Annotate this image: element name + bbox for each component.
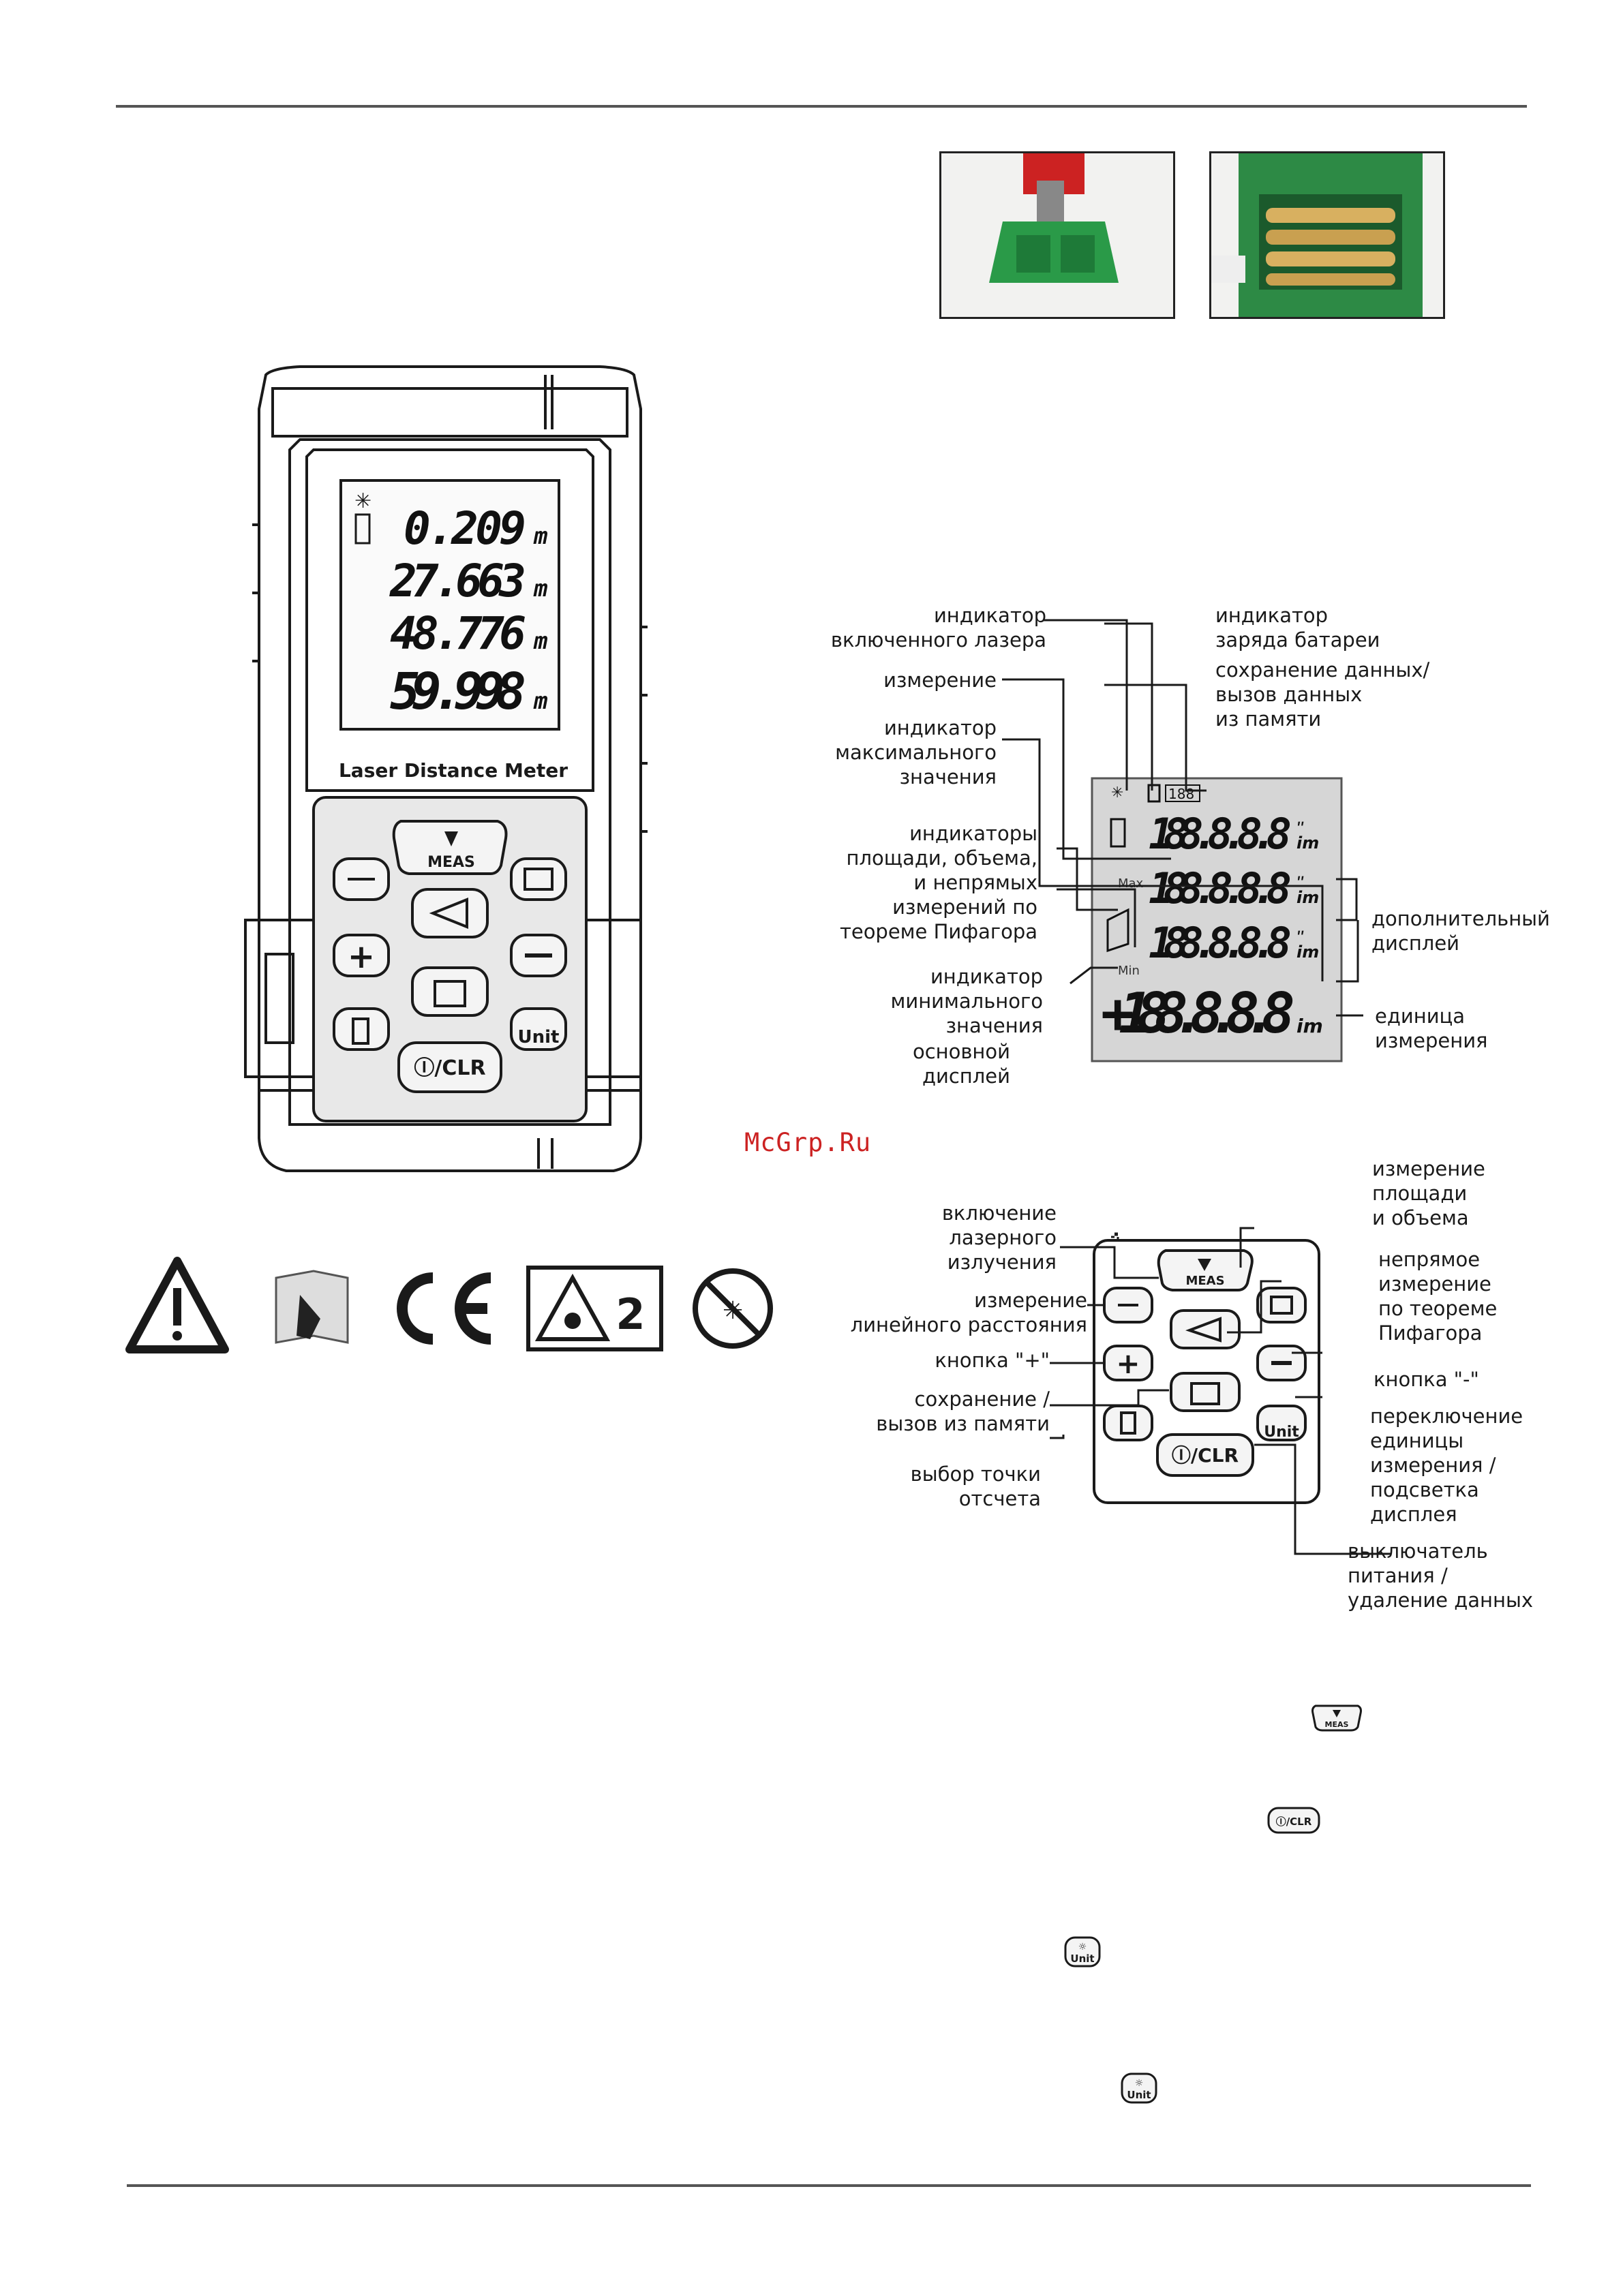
svg-text:Unit: Unit [1127,2089,1151,2101]
svg-text:im: im [1296,943,1319,962]
keypad-true-leaders [1050,1227,1391,1555]
lcd-max-label: Max [1118,876,1144,891]
svg-text:im: im [1296,833,1319,853]
device-reading-3: 48.776 [390,607,526,660]
device-reading-4: 59.998 [390,662,526,721]
lcd-leader-lines [1002,619,1363,1017]
device-unit-4: m [533,688,548,715]
keypad-unit-label: Unit [1264,1424,1299,1441]
keypad-label-plus: кнопка "+" [935,1349,1050,1372]
svg-text:+: + [348,938,375,976]
keypad-clr-label: Ⓘ/CLR [1172,1444,1239,1467]
inline-clr-icon: Ⓘ/CLR [1267,1807,1320,1834]
lcd-row-3: 188.8.8.8 [1149,918,1292,968]
laser-class-number: 2 [616,1289,645,1339]
warning-icon [125,1257,229,1353]
watermark: McGrp.Ru [744,1128,872,1157]
lcd-label-measure: измерение [883,669,997,692]
svg-text:im: im [1296,1015,1323,1037]
inline-unit-icon-2: ☼ Unit [1121,2072,1157,2104]
safety-symbols: 2 ✳ [125,1257,773,1353]
svg-text:☼: ☼ [1078,1942,1087,1953]
svg-text:MEAS: MEAS [1325,1720,1349,1729]
photo-battery-cover [939,151,1175,319]
lcd-diagram: ✳ 188 188.8.8.8 188.8.8.8 188.8.8.8 +188… [1091,777,1343,1062]
ce-mark-icon [397,1272,491,1345]
svg-text:+: + [1116,1347,1140,1380]
device-reading-1: 0.209 [404,502,526,555]
lcd-memory-digits: 188 [1168,786,1194,802]
keypad-diagram: MEAS + Unit Ⓘ/CLR [1093,1239,1320,1504]
device-unit-1: m [533,523,548,550]
laser-class-icon: 2 [526,1266,663,1351]
top-rule [116,105,1527,108]
inline-unit-icon-1: ☼ Unit [1064,1936,1101,1968]
svg-text:Ⓘ/CLR: Ⓘ/CLR [1276,1816,1312,1828]
svg-text:ʺ: ʺ [1296,820,1305,839]
device-meas-label: MEAS [427,854,475,871]
lcd-row-main: +188.8.8.8 [1101,981,1295,1046]
inline-meas-icon: MEAS [1311,1704,1362,1732]
lcd-min-label: Min [1118,964,1140,978]
device-unit-3: m [533,628,548,655]
lcd-row-1: 188.8.8.8 [1149,809,1292,859]
svg-text:✳: ✳ [723,1297,743,1325]
manual-icon [275,1270,349,1344]
keypad-label-memory: сохранение /вызов из памяти [876,1388,1050,1435]
svg-text:ʺ: ʺ [1296,929,1305,948]
lcd-row-2: 188.8.8.8 [1149,863,1292,913]
device-brand-label: Laser Distance Meter [339,759,568,782]
keypad-label-minus: кнопка "-" [1374,1368,1479,1391]
device-illustration: ✳ 0.209 27.663 48.776 59.998 m m m m Las… [244,365,648,1172]
device-reading-2: 27.663 [389,555,526,607]
svg-text:Unit: Unit [1070,1953,1094,1965]
svg-text:ʺ: ʺ [1296,874,1305,893]
bottom-rule [127,2184,1531,2187]
device-unit-label: Unit [518,1027,560,1047]
device-unit-2: m [533,575,548,602]
device-clr-label: Ⓘ/CLR [414,1056,485,1080]
keypad-meas-label: MEAS [1185,1274,1224,1288]
svg-text:✳: ✳ [1111,784,1123,801]
svg-text:im: im [1296,888,1319,907]
photo-battery-compartment [1209,151,1445,319]
keypad-leader-lines [1111,1234,1119,1239]
keypad-callouts [1114,1232,1118,1235]
no-laser-eye-icon: ✳ [693,1268,773,1349]
svg-text:✳: ✳ [354,489,371,513]
svg-text:☼: ☼ [1135,2078,1144,2089]
